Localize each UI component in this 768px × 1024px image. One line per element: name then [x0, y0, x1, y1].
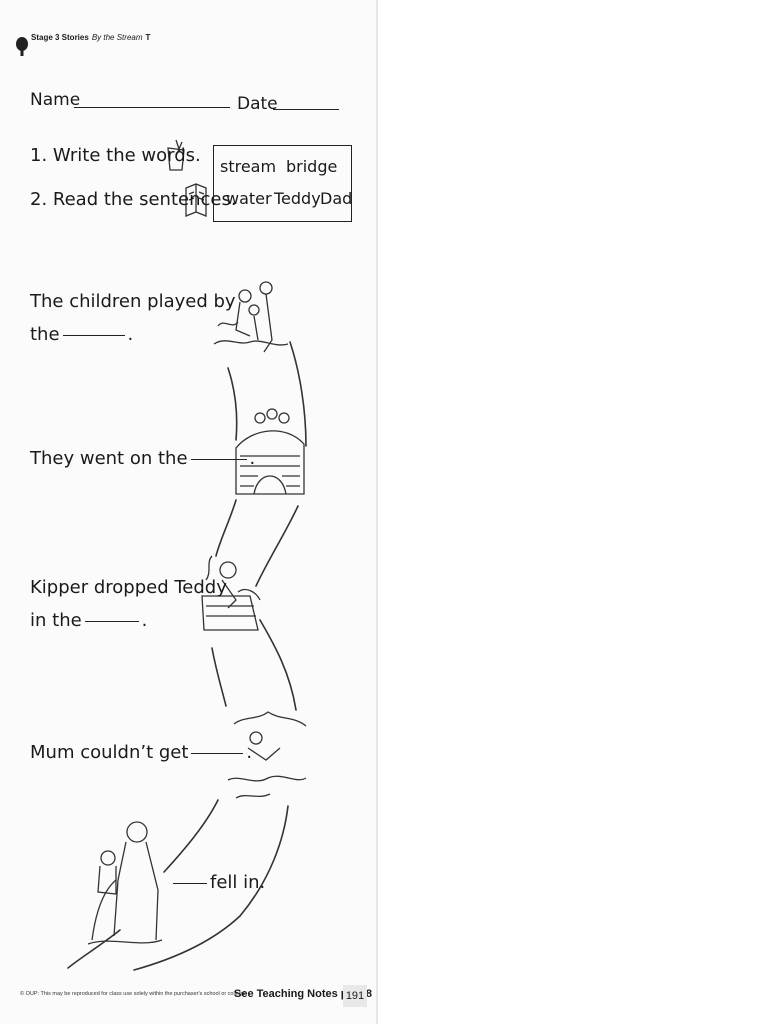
- series-name: Stage 3 Stories: [31, 33, 89, 42]
- sentence-4-text: Mum couldn’t get: [30, 742, 189, 763]
- answer-blank[interactable]: [84, 621, 139, 622]
- sentence-5-end: fell in.: [210, 872, 266, 893]
- sentence-3-end: .: [141, 610, 148, 631]
- date-label: Date: [237, 94, 278, 114]
- name-field[interactable]: [74, 107, 230, 108]
- sentence-1: The children played by the.: [30, 285, 236, 351]
- sentence-1-end: .: [127, 324, 134, 345]
- word-bank-item: bridge: [286, 157, 338, 176]
- sentence-2: They went on the.: [30, 442, 255, 475]
- sentence-1-line-2: the.: [30, 318, 236, 351]
- sentence-4: Mum couldn’t get.: [30, 736, 252, 769]
- sentence-1-line-1: The children played by: [30, 291, 236, 312]
- answer-blank[interactable]: [173, 883, 207, 884]
- sentence-2-text: They went on the: [30, 448, 188, 469]
- name-label: Name: [30, 90, 81, 110]
- teaching-notes-reference: See Teaching Notes p. 188: [234, 988, 372, 1000]
- sentence-3: Kipper dropped Teddy in the.: [30, 571, 227, 637]
- series-header: Stage 3 Stories By the Stream T: [16, 33, 150, 42]
- sentence-4-end: .: [246, 742, 253, 763]
- page-number: 191: [343, 985, 367, 1007]
- word-bank-item: water: [226, 189, 272, 208]
- story-title: By the Stream: [91, 33, 143, 42]
- instruction-write: 1. Write the words.: [30, 145, 201, 166]
- page-edge: [376, 0, 378, 1024]
- answer-blank[interactable]: [62, 335, 125, 336]
- date-field[interactable]: [273, 109, 339, 110]
- sentence-3-line-2: in the.: [30, 604, 227, 637]
- word-bank-item: Dad: [320, 189, 353, 208]
- instruction-read: 2. Read the sentences.: [30, 189, 237, 210]
- word-bank-item: Teddy: [274, 189, 321, 208]
- blank-area: [378, 0, 768, 1024]
- word-bank-box: stream bridge water Teddy Dad: [213, 145, 352, 222]
- sentence-3-line-1: Kipper dropped Teddy: [30, 577, 227, 598]
- sentence-5: fell in.: [170, 866, 265, 899]
- answer-blank[interactable]: [191, 753, 244, 754]
- answer-blank[interactable]: [190, 459, 247, 460]
- sentence-2-end: .: [249, 448, 256, 469]
- sentence-3-text: in the: [30, 610, 82, 631]
- series-suffix: T: [145, 33, 151, 42]
- copyright-notice: © OUP: This may be reproduced for class …: [20, 991, 246, 997]
- sentence-1-text: the: [30, 324, 60, 345]
- word-bank-item: stream: [220, 157, 277, 176]
